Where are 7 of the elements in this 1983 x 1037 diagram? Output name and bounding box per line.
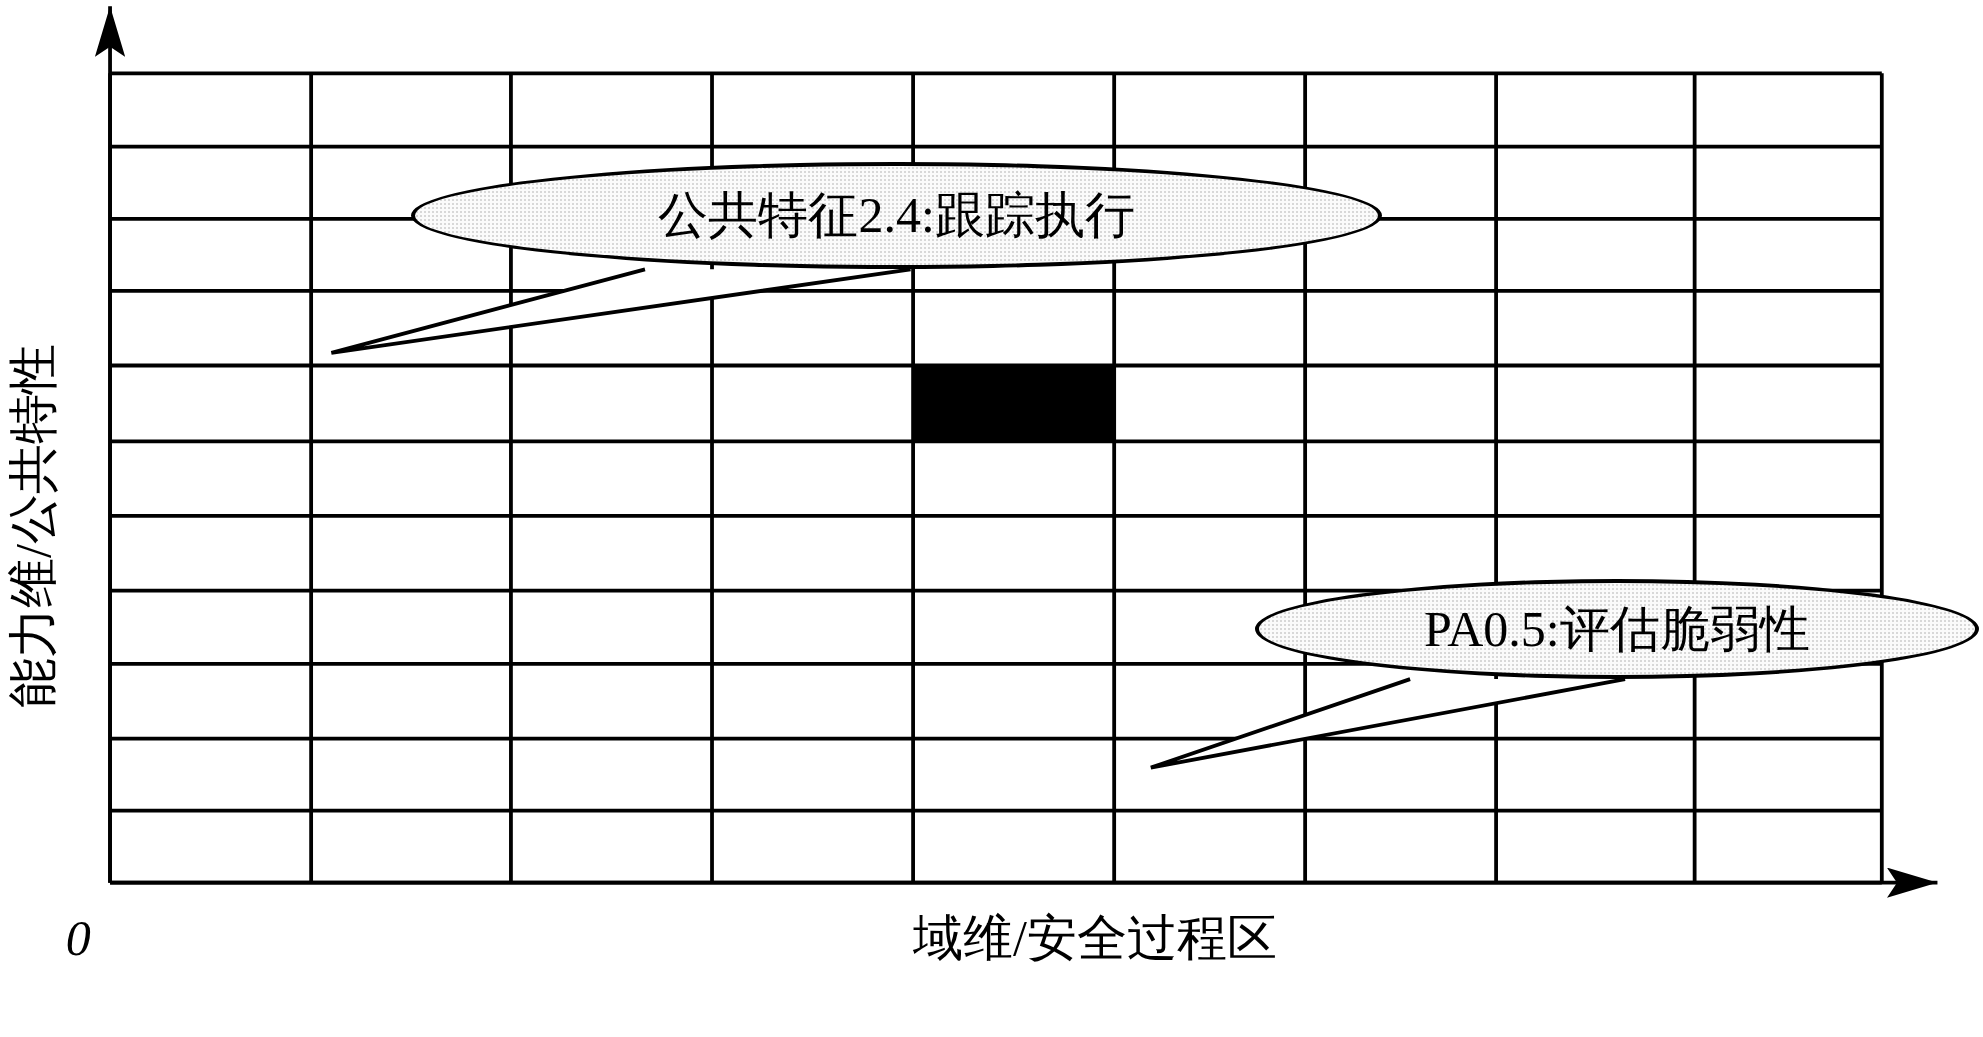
- axis-title: 域维/安全过程区: [913, 913, 1277, 964]
- axis-title: 能力维/公共特性: [7, 344, 58, 709]
- callout-pointer: [329, 267, 913, 355]
- callout-bubble: 公共特征2.4:跟踪执行: [411, 161, 1383, 270]
- callout-pointer: [1148, 677, 1627, 770]
- origin-label: 0: [65, 913, 91, 964]
- callout-bubble: PA0.5:评估脆弱性: [1254, 579, 1980, 680]
